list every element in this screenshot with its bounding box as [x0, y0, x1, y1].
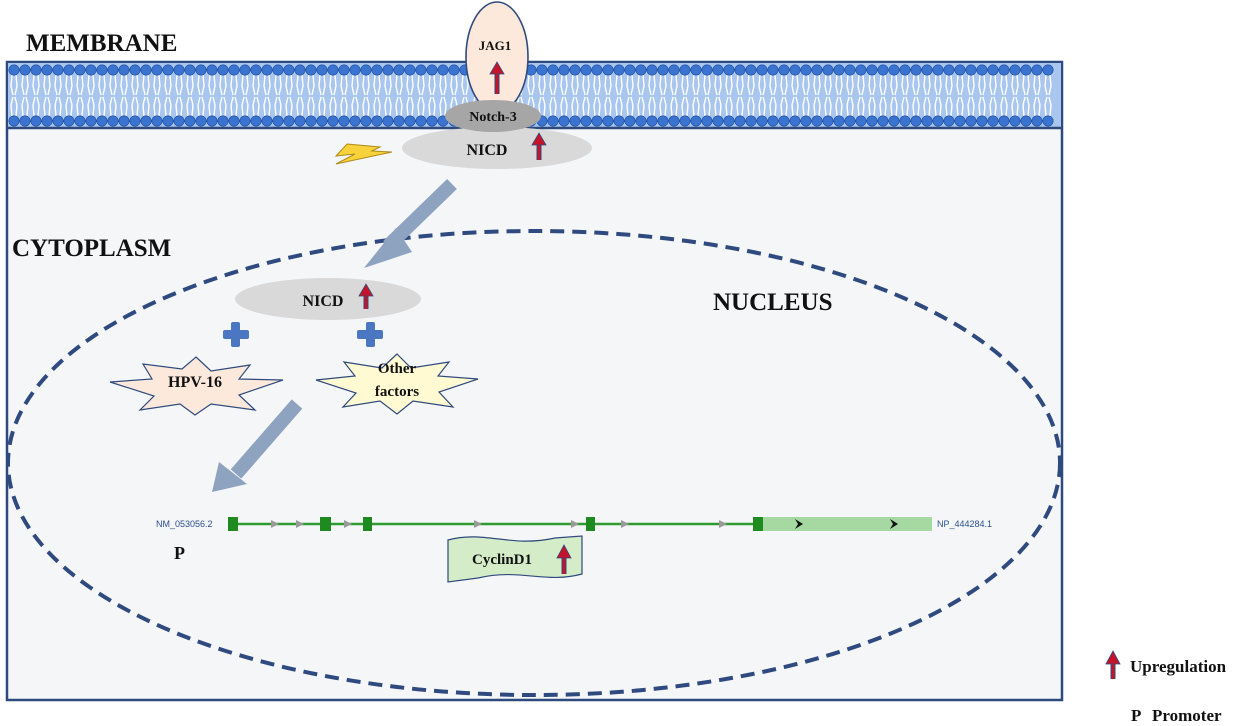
gene-left-accession: NM_053056.2	[156, 519, 213, 529]
membrane-label: MEMBRANE	[26, 30, 178, 57]
notch3-label: Notch-3	[469, 110, 516, 125]
hpv16-label: HPV-16	[168, 374, 222, 391]
nicd-membrane-upregulation-icon	[531, 132, 547, 160]
cyclind1-shape	[447, 535, 583, 583]
nucleus-boundary	[6, 229, 1062, 697]
cyclind1-gene-track: NM_053056.2 NP_444284.1	[156, 517, 992, 531]
cyclind1-upregulation-icon	[556, 544, 572, 574]
promoter-mark: P	[174, 543, 185, 563]
nicd-nucleus-upregulation-icon	[358, 283, 374, 309]
plus-icon-other	[357, 322, 383, 347]
jag1-label: JAG1	[479, 38, 512, 53]
lightning-icon	[334, 143, 393, 165]
nicd-nucleus-label: NICD	[303, 293, 344, 310]
other-factors-shape	[315, 353, 479, 415]
cytoplasm-label: CYTOPLASM	[12, 235, 172, 262]
jag1-upregulation-icon	[489, 61, 505, 94]
cyclind1-label: CyclinD1	[472, 552, 532, 568]
legend-upregulation-label: Upregulation	[1130, 657, 1227, 676]
gene-right-accession: NP_444284.1	[937, 519, 992, 529]
nicd-nucleus-shape	[235, 278, 421, 320]
jag1-shape	[465, 1, 529, 113]
legend-promoter-symbol: P	[1131, 706, 1142, 725]
flow-arrow-into-nucleus	[364, 178, 457, 268]
other-factors-label-line2: factors	[375, 384, 419, 400]
nucleus-label: NUCLEUS	[713, 289, 833, 316]
notch3-shape	[445, 100, 541, 132]
flow-arrow-to-gene	[212, 399, 303, 492]
hpv16-shape	[109, 356, 284, 416]
legend-promoter-label: Promoter	[1152, 706, 1222, 725]
nicd-membrane-shape	[402, 127, 592, 169]
legend-upregulation-icon	[1105, 650, 1121, 679]
nicd-membrane-label: NICD	[467, 142, 508, 159]
plus-icon-hpv	[223, 322, 249, 347]
other-factors-label-line1: Other	[378, 361, 417, 377]
